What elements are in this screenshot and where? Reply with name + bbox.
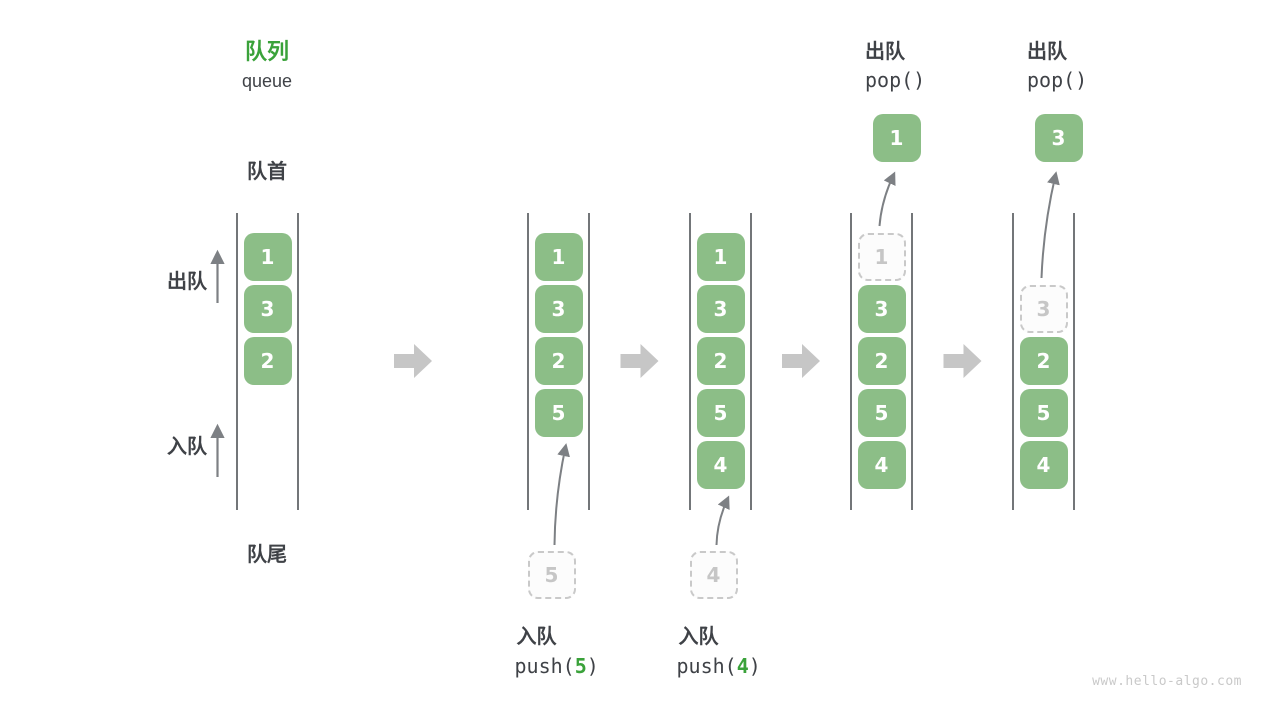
queue-cell: 4 bbox=[1019, 441, 1068, 489]
transition-arrow bbox=[782, 344, 820, 378]
pop-arrow bbox=[878, 171, 896, 227]
push-label-code: push(5) bbox=[514, 654, 599, 678]
enqueue-side-label: 入队 bbox=[167, 436, 207, 458]
queue-cell: 4 bbox=[696, 441, 745, 489]
queue-cell: 2 bbox=[696, 337, 745, 385]
popped-cell: 1 bbox=[872, 114, 921, 162]
queue-cell: 2 bbox=[857, 337, 906, 385]
pop-label-zh: 出队 bbox=[1027, 41, 1067, 63]
staging-cell: 4 bbox=[689, 551, 738, 599]
pop-label-zh: 出队 bbox=[865, 41, 905, 63]
queue-cell: 1 bbox=[243, 233, 292, 281]
queue-cell: 4 bbox=[857, 441, 906, 489]
pop-label-code: pop() bbox=[1027, 68, 1088, 92]
queue-cell: 3 bbox=[534, 285, 583, 333]
queue-cell: 5 bbox=[857, 389, 906, 437]
pop-label-code: pop() bbox=[865, 68, 926, 92]
queue-cell: 2 bbox=[243, 337, 292, 385]
queue-cell: 2 bbox=[534, 337, 583, 385]
queue-cell: 2 bbox=[1019, 337, 1068, 385]
push-label-zh: 入队 bbox=[678, 626, 719, 648]
ghost-cell: 3 bbox=[1019, 285, 1068, 333]
push-arrow bbox=[553, 443, 570, 546]
dequeue-side-label: 出队 bbox=[167, 271, 207, 293]
watermark: www.hello-algo.com bbox=[1092, 674, 1242, 689]
queue-cell: 3 bbox=[243, 285, 292, 333]
queue-front-label: 队首 bbox=[247, 161, 287, 183]
staging-cell: 5 bbox=[527, 551, 576, 599]
diagram-title: 队列 bbox=[244, 39, 289, 64]
queue-cell: 5 bbox=[696, 389, 745, 437]
queue-cell: 1 bbox=[534, 233, 583, 281]
popped-cell: 3 bbox=[1034, 114, 1083, 162]
queue-cell: 3 bbox=[696, 285, 745, 333]
queue-cell: 5 bbox=[1019, 389, 1068, 437]
push-label-zh: 入队 bbox=[516, 626, 557, 648]
push-arrow bbox=[715, 495, 730, 546]
pop-arrow bbox=[1040, 171, 1060, 279]
push-label-code: push(4) bbox=[676, 654, 761, 678]
transition-arrow bbox=[620, 344, 659, 378]
diagram-subtitle: queue bbox=[241, 71, 293, 91]
queue-cell: 1 bbox=[696, 233, 745, 281]
transition-arrow bbox=[394, 344, 432, 378]
queue-cell: 5 bbox=[534, 389, 583, 437]
ghost-cell: 1 bbox=[857, 233, 906, 281]
queue-cell: 3 bbox=[857, 285, 906, 333]
push-arg: 5 bbox=[574, 654, 587, 678]
push-arg: 4 bbox=[736, 654, 749, 678]
queue-rear-label: 队尾 bbox=[247, 544, 287, 566]
transition-arrow bbox=[943, 344, 982, 378]
